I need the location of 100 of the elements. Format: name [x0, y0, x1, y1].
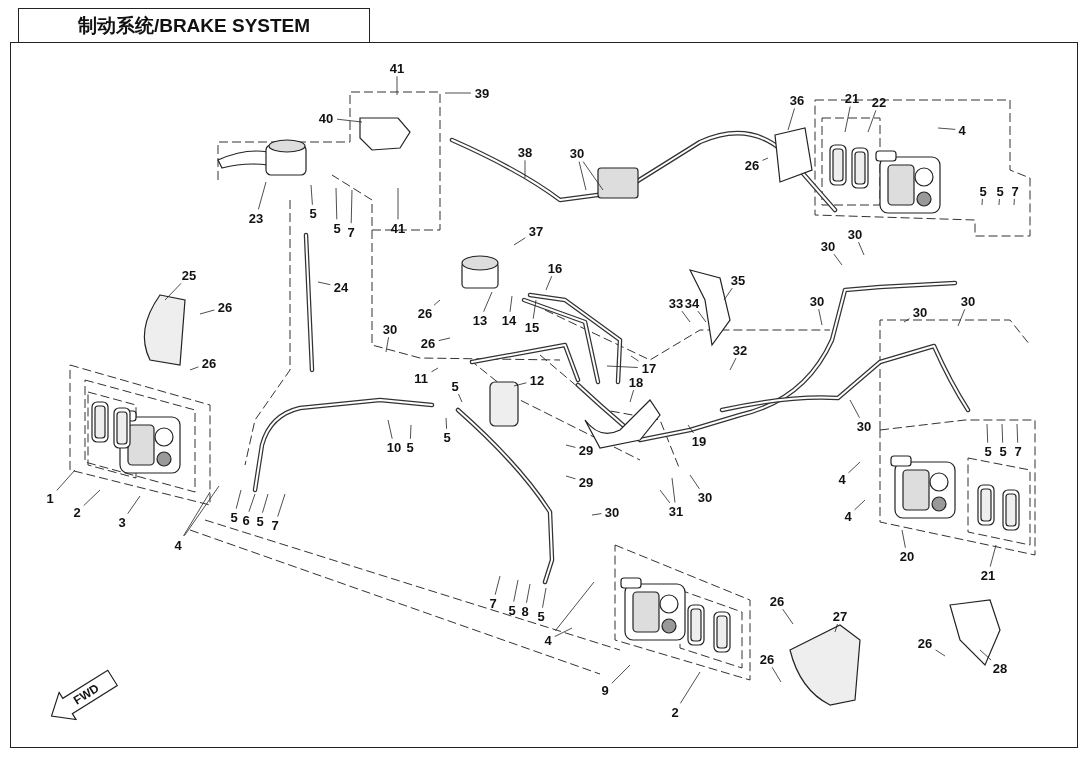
leader-line: [935, 649, 946, 657]
leader-line: [849, 399, 860, 419]
callout-number: 27: [830, 608, 850, 624]
leader-line: [671, 477, 676, 503]
callout-number: 30: [602, 504, 622, 520]
callout-number: 26: [767, 593, 787, 609]
callout-number: 5: [441, 429, 453, 445]
callout-number: 30: [567, 145, 587, 161]
leader-line: [189, 366, 199, 371]
callout-number: 29: [576, 474, 596, 490]
callout-number: 11: [411, 370, 431, 386]
leader-line: [248, 493, 256, 513]
callout-number: 35: [728, 272, 748, 288]
callout-number: 10: [384, 439, 404, 455]
callout-number: 30: [818, 238, 838, 254]
callout-number: 39: [472, 85, 492, 101]
callout-number: 5: [307, 205, 319, 221]
leader-line: [854, 499, 866, 511]
callout-number: 2: [669, 704, 681, 720]
leader-line: [524, 159, 526, 179]
leader-line: [867, 110, 877, 133]
leader-line: [431, 367, 439, 373]
callout-number: 5: [449, 378, 461, 394]
callout-number: 4: [842, 508, 854, 524]
leader-line: [729, 357, 737, 371]
leader-line: [235, 489, 242, 510]
leader-line: [591, 513, 602, 516]
callout-number: 26: [915, 635, 935, 651]
leader-line: [444, 92, 472, 94]
leader-line: [277, 493, 286, 517]
callout-number: 40: [316, 110, 336, 126]
leader-line: [578, 161, 587, 191]
diagram-title: 制动系统/BRAKE SYSTEM: [18, 8, 370, 42]
callout-number: 3: [116, 514, 128, 530]
callout-number: 23: [246, 210, 266, 226]
callout-number: 30: [958, 293, 978, 309]
callout-number: 7: [1009, 183, 1021, 199]
callout-number: 1: [44, 490, 56, 506]
callout-number: 19: [689, 433, 709, 449]
leader-line: [387, 419, 393, 440]
leader-line: [998, 198, 1000, 206]
leader-line: [336, 118, 363, 123]
callout-number: 5: [977, 183, 989, 199]
leader-line: [397, 187, 399, 220]
leader-line: [310, 184, 313, 206]
leader-line: [184, 485, 220, 537]
leader-line: [659, 489, 671, 504]
callout-number: 24: [331, 279, 351, 295]
leader-line: [445, 417, 447, 430]
leader-line: [83, 489, 101, 506]
callout-number: 26: [742, 157, 762, 173]
leader-line: [56, 469, 76, 491]
leader-line: [787, 108, 795, 131]
callout-number: 41: [387, 60, 407, 76]
leader-line: [723, 287, 733, 301]
callout-number: 26: [215, 299, 235, 315]
leader-line: [350, 189, 353, 224]
callout-number: 21: [978, 567, 998, 583]
callout-number: 26: [757, 651, 777, 667]
leader-line: [396, 75, 398, 96]
callout-number: 5: [404, 439, 416, 455]
callout-number: 25: [179, 267, 199, 283]
callout-number: 30: [845, 226, 865, 242]
callout-number: 5: [331, 220, 343, 236]
leader-line: [937, 127, 956, 130]
callout-number: 26: [199, 355, 219, 371]
callout-number: 36: [787, 92, 807, 108]
leader-line: [833, 253, 843, 266]
callout-number: 4: [172, 537, 184, 553]
callout-number: 30: [807, 293, 827, 309]
leader-line: [689, 474, 700, 490]
leader-line: [458, 393, 463, 403]
callout-number: 7: [345, 224, 357, 240]
leader-line: [844, 106, 851, 133]
leader-line: [848, 461, 861, 474]
leader-line: [834, 623, 838, 633]
callout-number: 30: [695, 489, 715, 505]
leader-line: [335, 187, 338, 220]
leader-line: [582, 161, 604, 191]
callout-number: 30: [910, 304, 930, 320]
leader-line: [164, 282, 182, 301]
leader-line: [565, 475, 576, 480]
callout-number: 38: [515, 144, 535, 160]
callout-number: 22: [869, 94, 889, 110]
callout-number: 4: [836, 471, 848, 487]
callout-number: 9: [599, 682, 611, 698]
leader-line: [317, 281, 331, 286]
leader-line: [762, 157, 769, 161]
callout-number: 2: [71, 504, 83, 520]
leader-line: [981, 198, 983, 206]
callout-number: 31: [666, 503, 686, 519]
callout-number: 4: [956, 122, 968, 138]
leader-line: [1013, 198, 1015, 206]
leader-line: [199, 309, 215, 315]
leader-line: [858, 241, 865, 256]
callout-number: 5: [994, 183, 1006, 199]
leader-line: [410, 424, 412, 440]
leader-line: [687, 424, 694, 434]
callout-number: 21: [842, 90, 862, 106]
leader-line: [127, 495, 141, 515]
